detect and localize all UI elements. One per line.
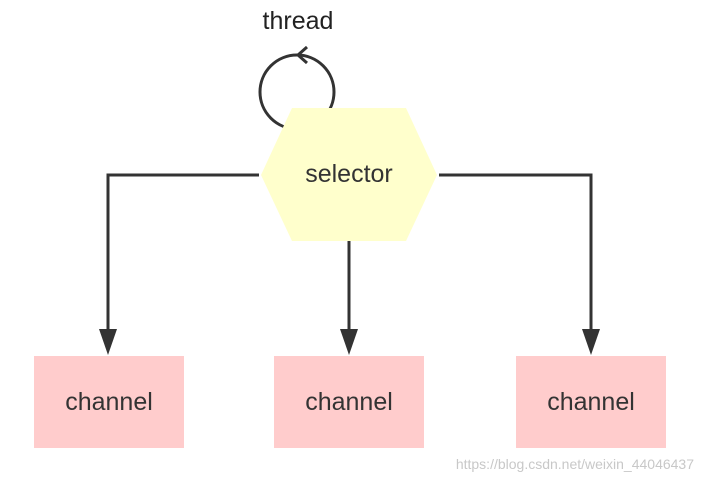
channel-label-2: channel — [305, 387, 393, 416]
arrowhead-middle — [340, 329, 358, 355]
channel-label-1: channel — [65, 387, 153, 416]
thread-label: thread — [262, 7, 334, 35]
arrowhead-left — [99, 329, 117, 355]
arrowhead-right — [582, 329, 600, 355]
selector-label: selector — [305, 160, 393, 188]
connector-right — [439, 173, 593, 332]
connector-left — [106, 173, 259, 332]
channel-box-2: channel — [274, 356, 424, 448]
selector-hexagon — [261, 108, 437, 241]
watermark: https://blog.csdn.net/weixin_44046437 — [455, 456, 694, 472]
channel-label-3: channel — [547, 387, 635, 416]
channel-box-1: channel — [34, 356, 184, 448]
channel-box-3: channel — [516, 356, 666, 448]
